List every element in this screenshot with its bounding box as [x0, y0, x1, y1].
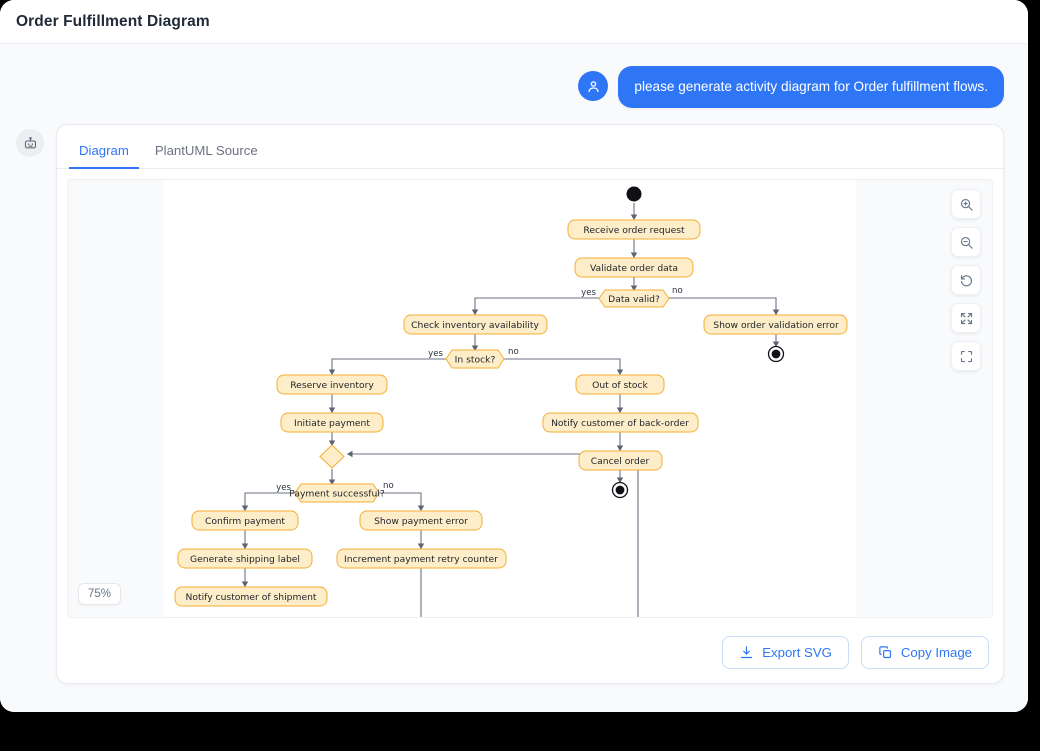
node-label: Show payment error: [374, 516, 468, 527]
user-message-row: please generate activity diagram for Ord…: [0, 44, 1028, 109]
user-avatar: [578, 71, 609, 101]
node-label: Receive order request: [583, 225, 685, 236]
user-icon: [588, 80, 599, 92]
activity-node[interactable]: Validate order data: [574, 257, 694, 278]
fit-screen-button[interactable]: [951, 303, 981, 334]
diagram-controls: [951, 189, 981, 372]
activity-node[interactable]: Show order validation error: [703, 314, 848, 335]
node-label: Initiate payment: [294, 418, 370, 429]
node-label: Notify customer of shipment: [185, 592, 316, 603]
assistant-message-row: Diagram PlantUML Source: [0, 108, 1028, 685]
activity-node[interactable]: Receive order request: [567, 219, 701, 240]
decision-node[interactable]: In stock?: [445, 349, 505, 369]
node-label: Confirm payment: [205, 516, 285, 527]
decision-node[interactable]: Payment successful?: [289, 483, 385, 503]
edge-label-no: no: [672, 286, 683, 296]
card-footer: Export SVG Copy Image: [57, 628, 1003, 684]
node-label: Notify customer of back-order: [551, 418, 689, 429]
edge-label-no: no: [508, 347, 519, 357]
zoom-level-badge: 75%: [78, 583, 122, 606]
fullscreen-icon: [960, 350, 972, 362]
activity-node[interactable]: Show payment error: [359, 510, 483, 531]
node-label: Out of stock: [592, 380, 648, 391]
activity-node[interactable]: Check inventory availability: [403, 314, 548, 335]
tab-bar: Diagram PlantUML Source: [57, 125, 1003, 170]
zoom-out-button[interactable]: [951, 227, 981, 258]
zoom-in-icon: [960, 198, 973, 211]
diagram-result-card: Diagram PlantUML Source: [56, 124, 1004, 685]
decision-node[interactable]: Data valid?: [598, 289, 670, 308]
edge-label-yes: yes: [428, 349, 443, 359]
chat-body: please generate activity diagram for Ord…: [0, 44, 1028, 712]
activity-node[interactable]: Generate shipping label: [177, 548, 313, 569]
activity-node[interactable]: Cancel order: [578, 450, 663, 471]
node-label: Validate order data: [590, 263, 678, 274]
export-svg-label: Export SVG: [762, 645, 832, 661]
merge-node: [319, 444, 345, 470]
fullscreen-button[interactable]: [951, 341, 981, 372]
end-node: [611, 482, 629, 499]
node-label: Reserve inventory: [290, 380, 374, 391]
copy-image-label: Copy Image: [900, 645, 972, 661]
tab-plantuml-source[interactable]: PlantUML Source: [154, 143, 258, 159]
node-label: Increment payment retry counter: [344, 554, 498, 565]
export-svg-button[interactable]: Export SVG: [722, 636, 849, 670]
node-label: Cancel order: [591, 456, 650, 467]
activity-node[interactable]: Out of stock: [575, 374, 665, 395]
assistant-avatar: [16, 129, 44, 158]
end-node: [767, 346, 785, 363]
download-icon: [741, 646, 753, 659]
edge-label-yes: yes: [581, 288, 596, 298]
reset-view-button[interactable]: [951, 265, 981, 296]
titlebar: Order Fulfillment Diagram: [0, 0, 1028, 44]
page-title: Order Fulfillment Diagram: [16, 12, 210, 30]
node-label: Generate shipping label: [190, 554, 300, 565]
copy-image-button[interactable]: Copy Image: [860, 636, 989, 670]
edge-label-yes: yes: [276, 483, 291, 493]
robot-icon: [24, 136, 36, 149]
fit-screen-icon: [960, 312, 972, 324]
zoom-in-button[interactable]: [951, 189, 981, 220]
node-label: Check inventory availability: [411, 320, 539, 331]
tab-diagram[interactable]: Diagram: [69, 137, 139, 170]
edge-label-no: no: [383, 481, 394, 491]
reset-icon: [960, 275, 972, 287]
activity-node[interactable]: Notify customer of shipment: [174, 586, 328, 607]
activity-node[interactable]: Notify customer of back-order: [542, 412, 699, 433]
copy-icon: [879, 646, 891, 659]
node-label: Payment successful?: [289, 489, 385, 500]
activity-node[interactable]: Initiate payment: [280, 412, 384, 433]
node-label: Show order validation error: [713, 320, 839, 331]
app-window: Order Fulfillment Diagram please generat…: [0, 0, 1028, 712]
diagram-canvas[interactable]: yes no yes no yes no: [164, 180, 856, 618]
activity-node[interactable]: Increment payment retry counter: [336, 548, 507, 569]
user-message-bubble: please generate activity diagram for Ord…: [618, 66, 1004, 109]
activity-node[interactable]: Confirm payment: [191, 510, 299, 531]
start-node: [626, 186, 642, 202]
activity-diagram-svg: yes no yes no yes no: [174, 186, 848, 618]
diagram-viewport[interactable]: yes no yes no yes no: [67, 179, 993, 619]
node-label: Data valid?: [608, 294, 660, 305]
activity-node[interactable]: Reserve inventory: [276, 374, 388, 395]
zoom-out-icon: [960, 236, 973, 249]
node-label: In stock?: [455, 355, 496, 366]
